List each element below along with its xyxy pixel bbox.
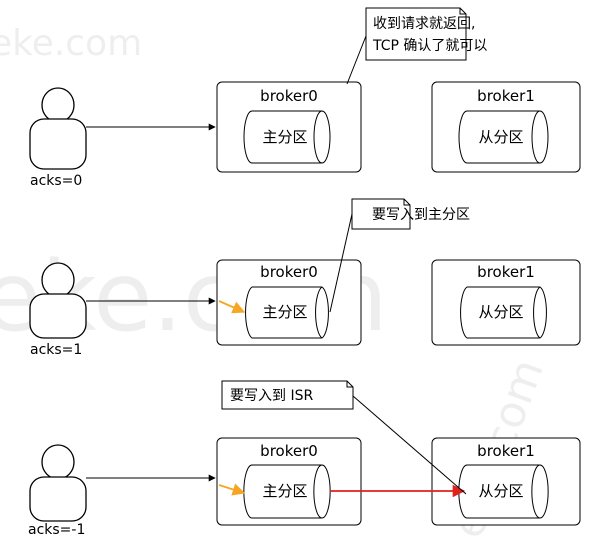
follower-partition-label: 从分区: [478, 482, 523, 500]
acks-label: acks=-1: [28, 522, 85, 538]
note-callout: 要写入到主分区: [329, 198, 470, 313]
leader-partition-label: 主分区: [262, 482, 307, 500]
acks-label: acks=0: [30, 173, 82, 189]
note-callout: 要写入到 ISR: [221, 380, 467, 495]
follower-partition-cylinder: 从分区: [458, 110, 549, 164]
broker1-title: broker1: [477, 442, 535, 460]
follower-partition-cylinder: 从分区: [460, 286, 547, 339]
broker0-title: broker0: [260, 87, 318, 105]
row-acks-minus-1: acks=-1 broker0 主分区 broker1 从分区 要写入到 ISR: [28, 380, 581, 538]
broker0-title: broker0: [260, 442, 318, 460]
write-to-leader-arrow: [218, 483, 246, 496]
note-line-1: 收到请求就返回,: [373, 16, 475, 32]
leader-partition-cylinder: 主分区: [243, 464, 331, 519]
row-acks-1: acks=1 broker0 主分区 broker1 从分区 要写入到主分区: [29, 198, 581, 358]
follower-partition-label: 从分区: [478, 303, 523, 321]
follower-partition-label: 从分区: [478, 128, 523, 146]
note-line-1: 要写入到 ISR: [230, 388, 313, 404]
leader-partition-label: 主分区: [262, 303, 307, 321]
watermark-text-top: eke.com: [0, 23, 142, 64]
user-icon: [29, 444, 87, 522]
leader-partition-cylinder: 主分区: [243, 110, 331, 164]
follower-partition-cylinder: 从分区: [458, 464, 549, 519]
row-acks-0: acks=0 broker0 主分区 broker1 从分区 收到请求就返回, …: [29, 7, 581, 189]
user-icon: [29, 87, 87, 170]
broker1-title: broker1: [477, 263, 535, 281]
note-line-1: 要写入到主分区: [372, 207, 470, 223]
broker0-title: broker0: [260, 263, 318, 281]
write-to-leader-arrow: [218, 300, 246, 314]
note-callout: 收到请求就返回, TCP 确认了就可以: [346, 7, 487, 85]
user-icon: [29, 262, 87, 339]
note-line-2: TCP 确认了就可以: [372, 38, 487, 54]
leader-partition-label: 主分区: [262, 128, 307, 146]
leader-partition-cylinder: 主分区: [245, 286, 329, 339]
acks-label: acks=1: [30, 342, 82, 358]
broker1-title: broker1: [477, 87, 535, 105]
